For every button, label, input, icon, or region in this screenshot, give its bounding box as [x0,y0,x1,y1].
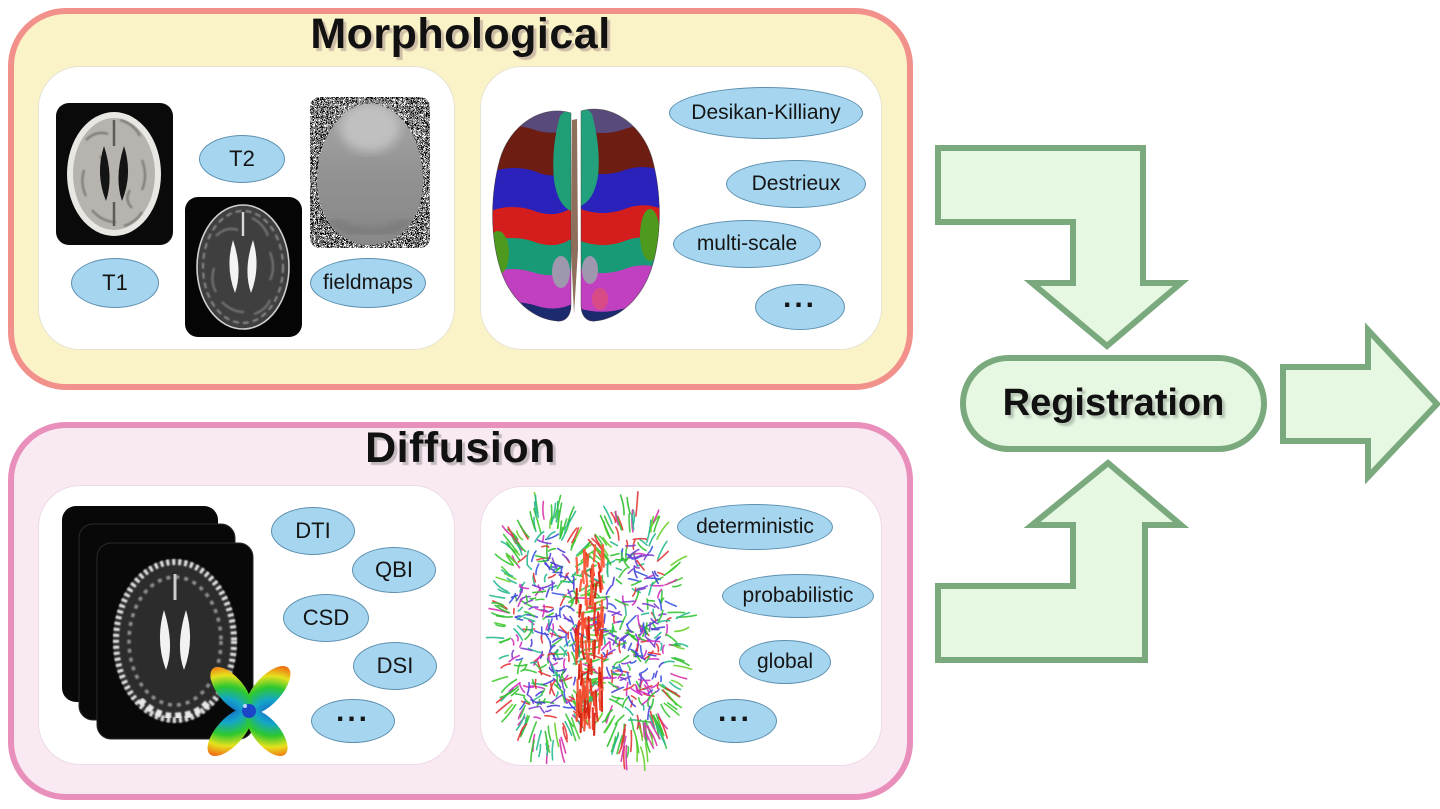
arrow-registration-output [1280,322,1440,485]
label-dti: DTI [271,507,355,555]
label-fieldmaps: fieldmaps [310,258,426,308]
label-multi-scale: multi-scale [673,220,821,268]
label-desikan-killiany: Desikan-Killiany [669,87,863,139]
morphological-title: Morphological [310,10,611,58]
label-models-more: ... [311,695,395,743]
label-t2: T2 [199,135,285,183]
label-destrieux: Destrieux [726,160,866,208]
label-parcellation-more: ... [755,281,845,330]
label-qbi: QBI [352,547,436,593]
label-tractography-more: ... [693,695,777,743]
label-deterministic: deterministic [677,504,833,550]
label-csd: CSD [283,594,369,642]
diffusion-title: Diffusion [365,424,556,472]
label-probabilistic: probabilistic [722,574,874,618]
label-dsi: DSI [353,642,437,690]
card-morph-acquisitions [38,66,455,350]
arrow-diffusion-to-registration [935,459,1190,663]
registration-label: Registration [1002,382,1225,424]
label-global: global [739,640,831,684]
registration-box: Registration [960,355,1267,452]
label-t1: T1 [71,258,159,308]
arrow-morph-to-registration [935,145,1190,350]
